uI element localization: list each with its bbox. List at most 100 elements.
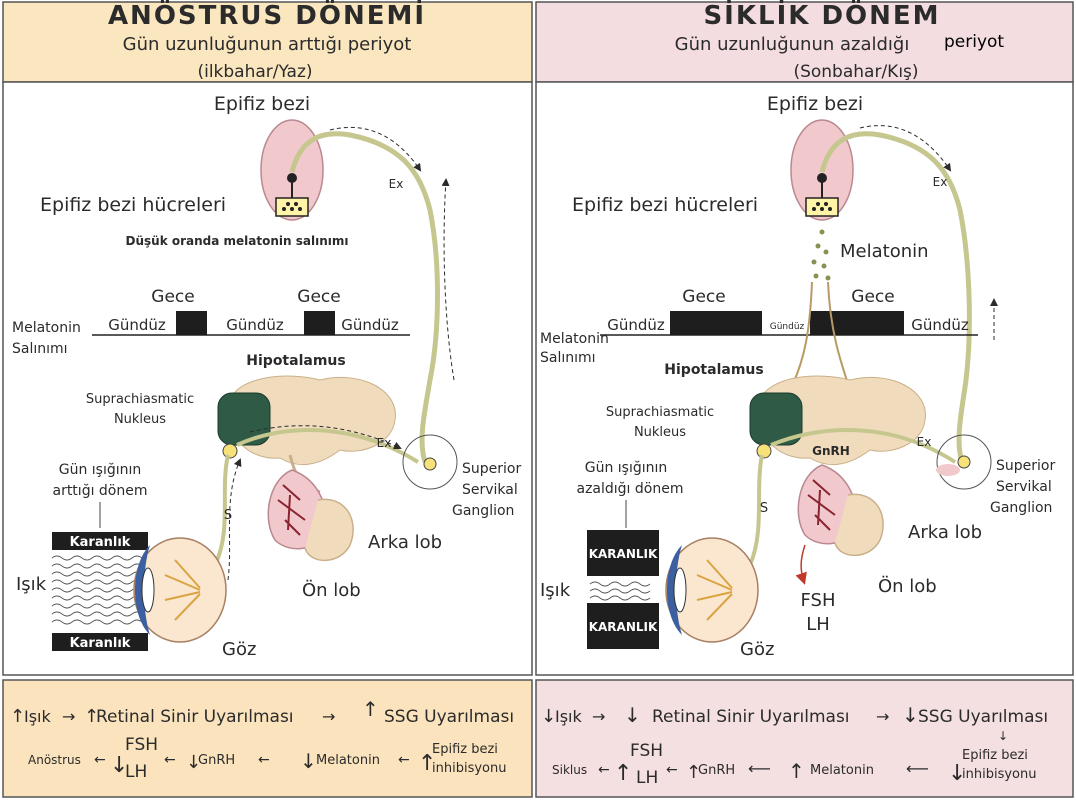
bl-up-arrow-3: ↑ <box>362 697 379 721</box>
right-s-label: S <box>760 501 768 516</box>
bl-down-arrow-3: ↓ <box>300 749 317 773</box>
bl-isik: Işık <box>24 707 52 726</box>
left-isik-label: Işık <box>16 574 47 595</box>
left-title: ANÖSTRUS DÖNEMİ <box>108 0 426 31</box>
br-up-arrow-3: ↑ <box>788 759 805 783</box>
br-down-arrow-3: ↓ <box>902 703 919 727</box>
br-up-arrow-1: ↑ <box>614 761 632 786</box>
left-low-melatonin-label: Düşük oranda melatonin salınımı <box>126 234 349 248</box>
right-karanlik-bottom-label: KARANLIK <box>589 620 658 634</box>
bl-melatonin: Melatonin <box>316 753 380 768</box>
left-scn-nucleus-dot <box>223 444 237 458</box>
right-night-block-2 <box>810 311 904 335</box>
br-melatonin: Melatonin <box>810 763 874 778</box>
bottom-left-bg <box>3 680 532 797</box>
left-karanlik-bottom-label: Karanlık <box>70 636 131 651</box>
br-retinal: Retinal Sinir Uyarılması <box>652 707 850 727</box>
right-melatonin-label: Melatonin <box>840 241 929 262</box>
left-ganglion-dot <box>424 458 436 470</box>
left-hipotalamus-label: Hipotalamus <box>246 353 345 369</box>
right-ex-top-label: Ex <box>933 175 948 189</box>
br-arrow-left-1: ← <box>598 762 610 778</box>
right-gunduz1-label: Gündüz <box>607 316 665 334</box>
bl-arrow-left-2: ← <box>164 752 176 768</box>
bl-arrow-left-4: ← <box>398 752 410 768</box>
right-panel: SİKLİK DÖNEM Gün uzunluğunun azaldığı pe… <box>536 0 1073 675</box>
left-daylight-label-1: Gün ışığının <box>59 462 142 478</box>
bl-gnrh: GnRH <box>198 753 235 768</box>
right-goz-label: Göz <box>740 639 774 660</box>
br-siklus: Siklus <box>552 763 587 777</box>
right-arka-lob-label: Arka lob <box>908 522 982 543</box>
right-daylight-label-1: Gün ışığının <box>585 460 668 476</box>
right-fsh-label: FSH <box>801 590 836 611</box>
right-lh-label: LH <box>806 614 830 635</box>
br-ssg: SSG Uyarılması <box>918 707 1048 727</box>
left-salinimi-label: Salınımı <box>12 341 68 357</box>
left-ex-top-label: Ex <box>389 177 404 191</box>
right-scn-label-1: Suprachiasmatic <box>606 405 714 420</box>
right-gnrh-label: GnRH <box>812 444 850 458</box>
br-gnrh: GnRH <box>698 763 735 778</box>
bl-retinal: Retinal Sinir Uyarılması <box>96 707 294 727</box>
bottom-right-summary: ↓ Işık → ↓ Retinal Sinir Uyarılması → ↓ … <box>536 680 1073 797</box>
left-goz-label: Göz <box>222 639 256 660</box>
right-hipotalamus-label: Hipotalamus <box>664 362 763 378</box>
right-ex-mid-label: Ex <box>917 435 932 449</box>
br-arrow-left-4: ⟵ <box>906 759 929 778</box>
right-ganglion-dot <box>958 456 970 468</box>
right-gunduz3-label: Gündüz <box>911 316 969 334</box>
left-melatonin-label: Melatonin <box>12 320 81 336</box>
left-subtitle: Gün uzunluğunun arttığı periyot <box>123 34 412 55</box>
br-down-arrow-4: ↓ <box>998 729 1008 743</box>
right-epifiz-cells-label: Epifiz bezi hücreleri <box>572 194 758 216</box>
bl-epifiz-1: Epifiz bezi <box>432 742 498 757</box>
br-arrow-right-1: → <box>592 707 605 726</box>
left-gunduz2-label: Gündüz <box>226 316 284 334</box>
bl-epifiz-2: inhibisyonu <box>432 761 506 776</box>
bl-arrow-right-2: → <box>322 707 335 726</box>
br-fsh: FSH <box>630 741 663 761</box>
br-arrow-right-2: → <box>876 707 889 726</box>
left-gece1-label: Gece <box>151 287 194 307</box>
right-on-lob-label: Ön lob <box>878 575 937 597</box>
right-title: SİKLİK DÖNEM <box>703 0 940 31</box>
left-ex-mid-label: Ex <box>377 436 392 450</box>
bl-anostrus: Anöstrus <box>28 753 81 767</box>
right-eye <box>666 538 758 642</box>
left-panel: ANÖSTRUS DÖNEMİ Gün uzunluğunun arttığı … <box>3 0 532 675</box>
right-karanlik-top-label: KARANLIK <box>589 547 658 561</box>
right-gunduz-small-label: Gündüz <box>770 322 805 332</box>
bl-arrow-left-1: ← <box>94 752 106 768</box>
left-pineal-cell-body <box>287 173 297 183</box>
left-gunduz3-label: Gündüz <box>341 316 399 334</box>
right-gece1-label: Gece <box>682 287 725 307</box>
left-ganglion-label-2: Servikal <box>462 482 518 498</box>
bl-fsh: FSH <box>125 735 158 755</box>
br-arrow-left-2: ← <box>666 762 678 778</box>
right-subtitle: Gün uzunluğunun azaldığı <box>675 34 910 55</box>
right-night-block-1 <box>670 311 762 335</box>
right-scn-nucleus-dot <box>757 444 771 458</box>
left-eye <box>134 538 226 642</box>
left-epifiz-cells-label: Epifiz bezi hücreleri <box>40 194 226 216</box>
left-gunduz1-label: Gündüz <box>108 316 166 334</box>
right-season: (Sonbahar/Kış) <box>793 62 918 82</box>
br-down-arrow-2: ↓ <box>624 703 641 727</box>
right-melatonin-side-label: Melatonin <box>540 331 609 347</box>
br-down-arrow-1: ↓ <box>541 706 556 727</box>
left-gece2-label: Gece <box>297 287 340 307</box>
right-gece2-label: Gece <box>851 287 894 307</box>
bl-ssg: SSG Uyarılması <box>384 707 514 727</box>
right-ganglion-label-2: Servikal <box>996 479 1052 495</box>
left-ganglion-label-1: Superior <box>462 461 521 477</box>
bl-arrow-right-1: → <box>62 707 75 726</box>
right-ganglion-label-3: Ganglion <box>990 500 1052 516</box>
right-salinimi-label: Salınımı <box>540 350 596 366</box>
left-on-lob-label: Ön lob <box>302 579 361 601</box>
br-lh: LH <box>636 768 658 788</box>
left-s-label: S <box>224 508 232 523</box>
br-isik: Işık <box>555 707 583 726</box>
left-arka-lob-label: Arka lob <box>368 532 442 553</box>
